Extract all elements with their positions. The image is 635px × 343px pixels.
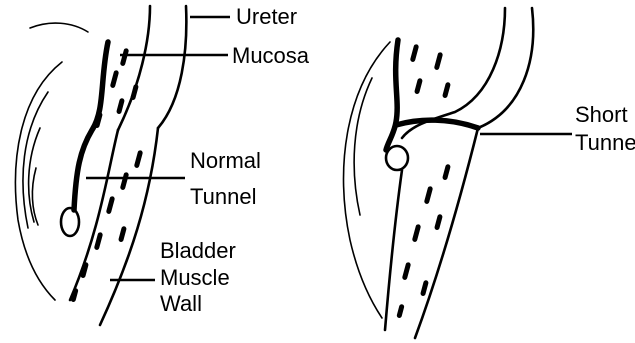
short-tunnel-label-line2: Tunnel xyxy=(575,130,635,155)
right-ureter-lower-wall xyxy=(478,8,533,128)
ureter-label: Ureter xyxy=(236,4,297,29)
bladder-label-line2: Muscle xyxy=(160,265,230,290)
left-panel-normal-tunnel: Ureter Mucosa Normal Tunnel Bladder Musc… xyxy=(15,4,309,325)
right-muscle-wall-outer-edge xyxy=(415,128,478,338)
normal-tunnel-label-line1: Normal xyxy=(190,148,261,173)
mucosa-line xyxy=(74,42,108,210)
right-panel-short-tunnel: Short Tunnel xyxy=(343,8,635,338)
short-tunnel-label-line1: Short xyxy=(575,102,628,127)
normal-tunnel-orifice xyxy=(61,208,79,236)
ureter-left-wall xyxy=(118,6,150,130)
right-mucosa-tunnel-roof xyxy=(396,120,478,128)
muscle-fibres-right xyxy=(396,44,451,319)
right-mucosa-line xyxy=(386,40,398,150)
normal-tunnel-label-line2: Tunnel xyxy=(190,184,256,209)
right-outer-arc-1 xyxy=(343,42,390,318)
mucosa-label: Mucosa xyxy=(232,43,310,68)
bladder-label-line1: Bladder xyxy=(160,238,236,263)
short-tunnel-orifice xyxy=(386,146,408,170)
bladder-label-line3: Wall xyxy=(160,291,202,316)
muscle-wall-outer-edge xyxy=(100,128,158,325)
bladder-outer-arc-5 xyxy=(30,23,88,32)
ureter-right-wall xyxy=(158,6,186,128)
